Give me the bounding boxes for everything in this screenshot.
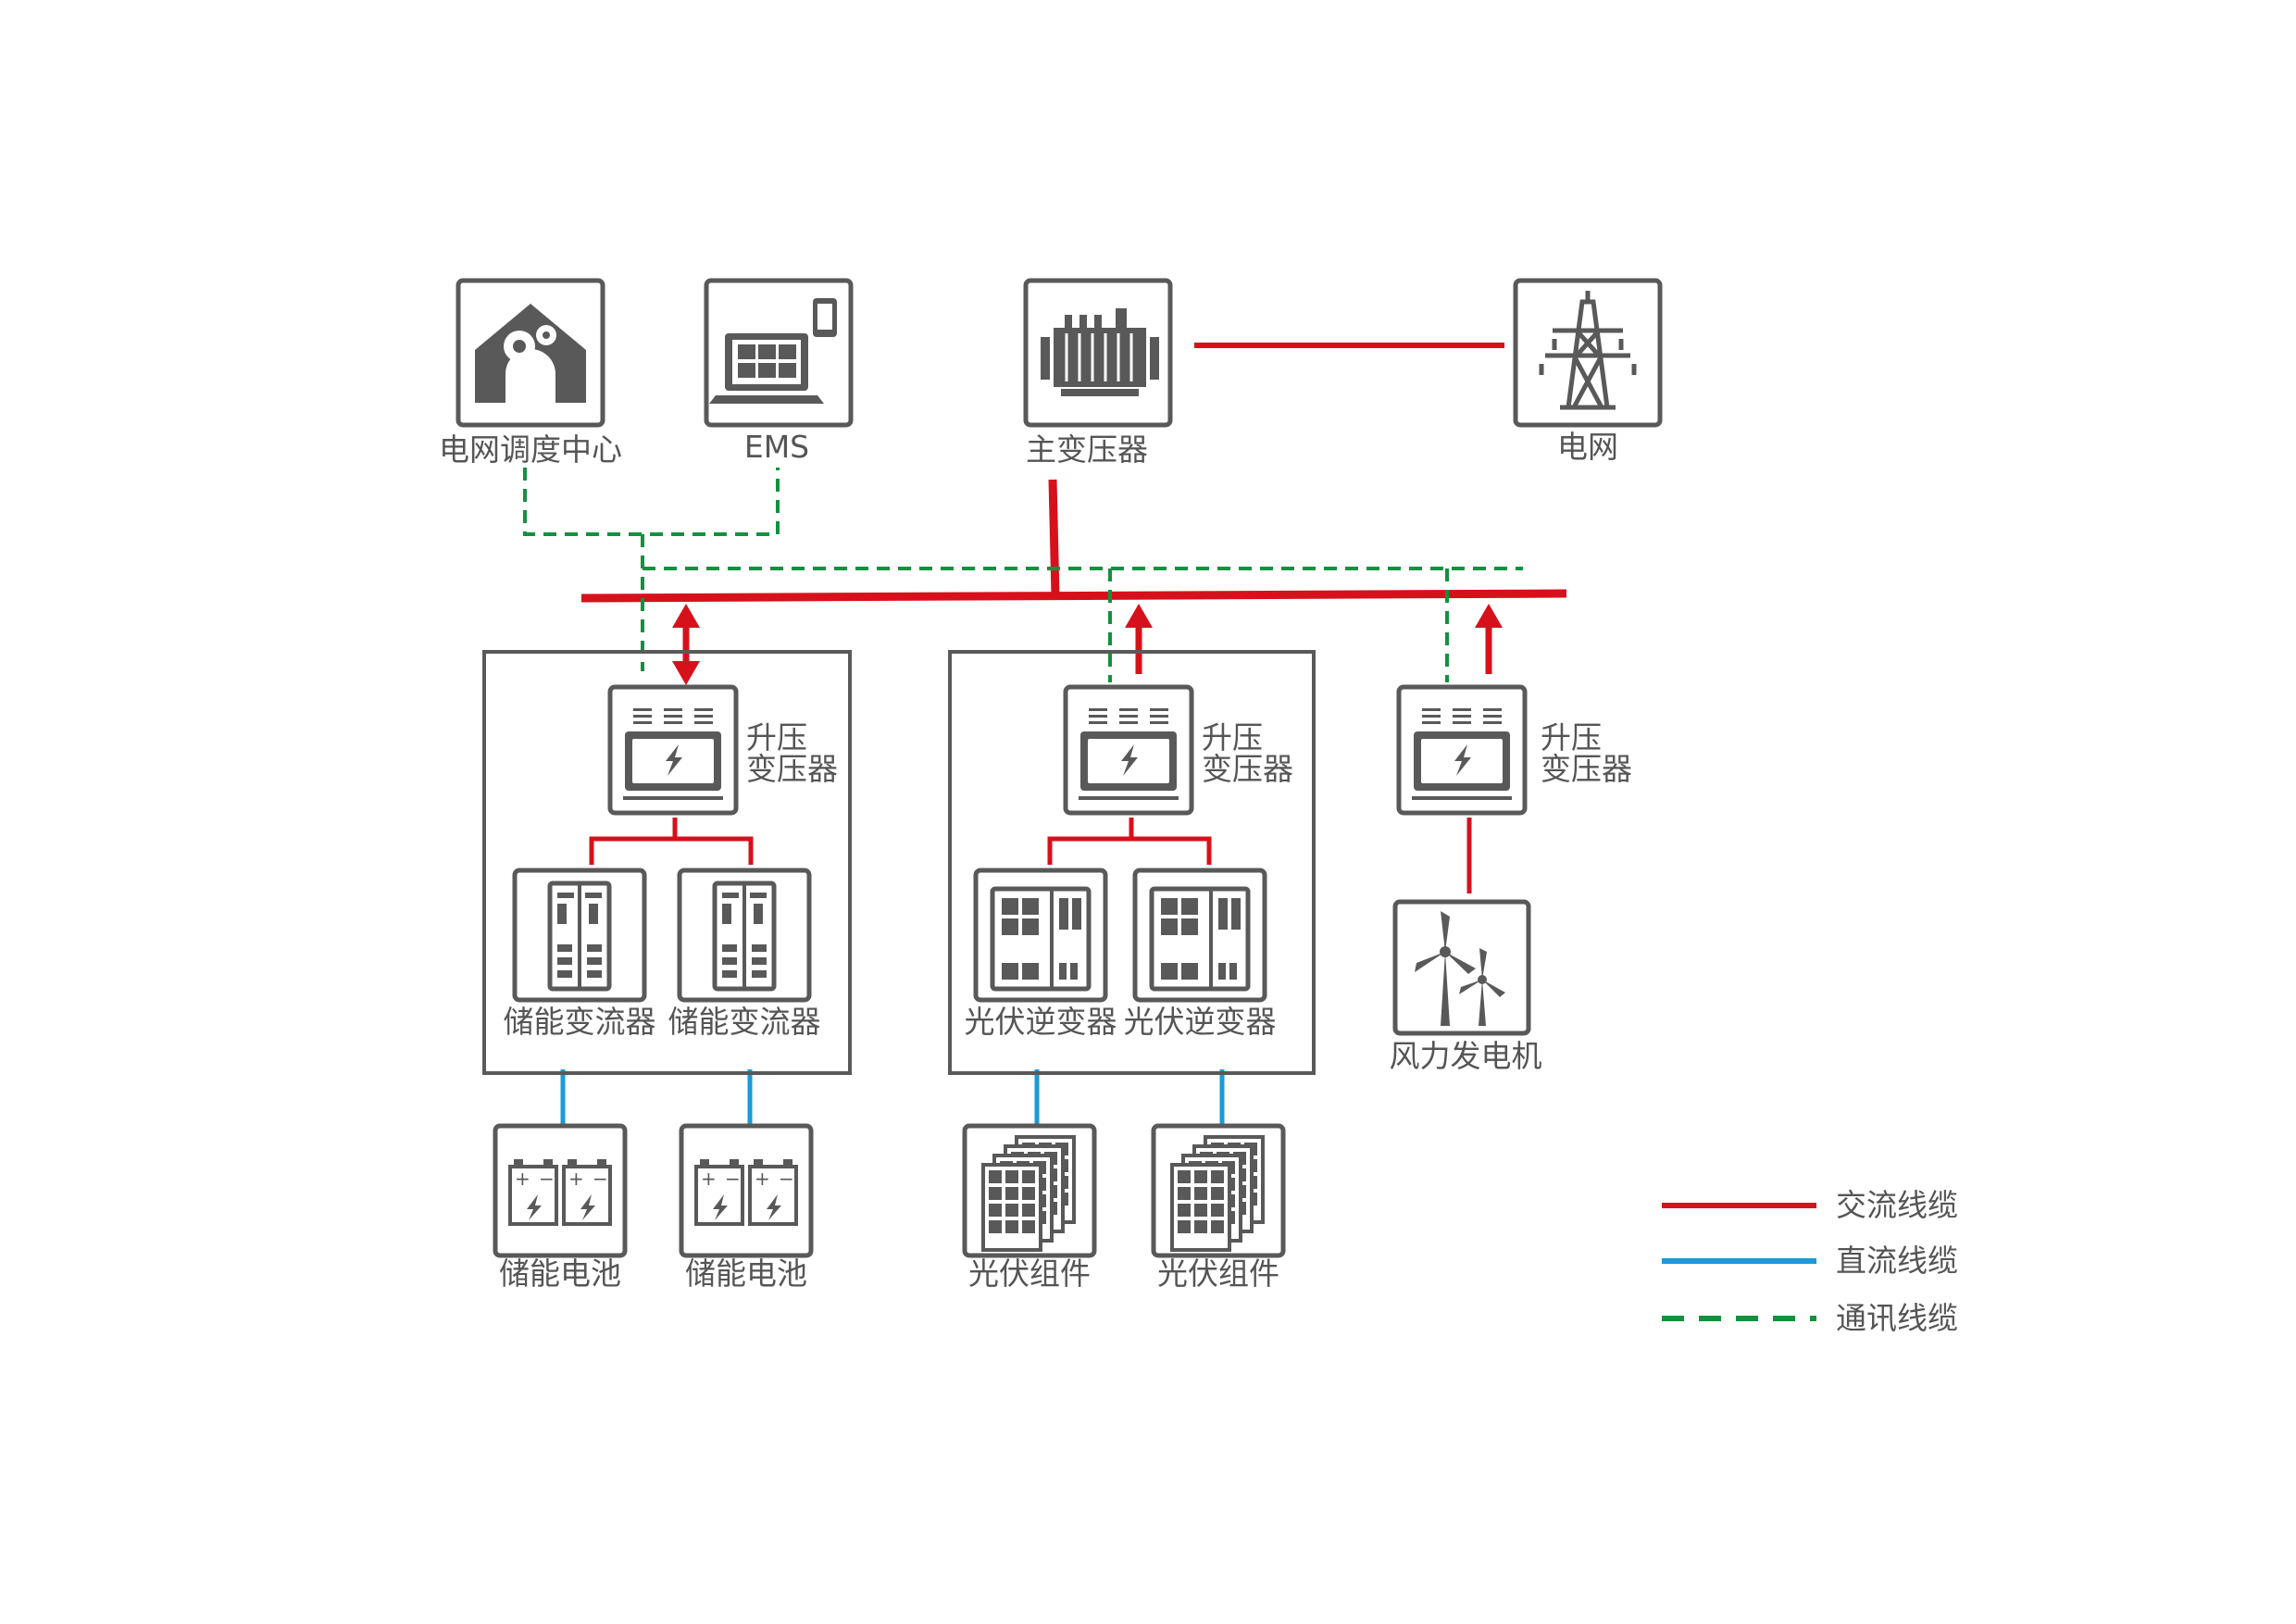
comm-cable-dispatch-ems: [523, 468, 780, 536]
pv-group-frame: [948, 650, 1316, 1075]
main-transformer-label: 主变压器: [1026, 431, 1148, 468]
legend-item-dc: 直流线缆: [1662, 1243, 1958, 1279]
storage-group-frame: [482, 650, 852, 1075]
laptop-phone-icon: [709, 298, 837, 404]
transmission-tower-icon: [1539, 291, 1637, 410]
ac-cable-stepup1-branch: [589, 818, 678, 865]
battery-1-label: 储能电池: [499, 1255, 621, 1292]
wind-turbine-label: 风力发电机: [1390, 1038, 1542, 1074]
ems-node[interactable]: EMS: [704, 278, 854, 465]
pv-module-1-label: 光伏组件: [968, 1255, 1091, 1292]
grid-node[interactable]: 电网: [1513, 278, 1663, 465]
solar-panel-icon: [965, 1126, 1094, 1255]
pcs-1-label: 储能变流器: [504, 1004, 656, 1040]
solar-panel-icon: [1154, 1126, 1283, 1255]
ac-bidirectional-arrow: [672, 604, 700, 685]
inverter-cabinet-icon: [976, 870, 1105, 1000]
battery-2[interactable]: 储能电池: [681, 1126, 811, 1292]
switchgear-lightning-icon: [610, 687, 736, 813]
dispatch-center-label: 电网调度中心: [439, 431, 622, 468]
step-up-1-label-line1: 升压: [746, 719, 807, 756]
grid-label: 电网: [1557, 429, 1618, 465]
cabinet-icon: [680, 870, 809, 1000]
pcs-2[interactable]: 储能变流器: [668, 870, 821, 1040]
wind-turbine-icon: [1415, 911, 1505, 1026]
pv-module-2[interactable]: 光伏组件: [1154, 1126, 1283, 1292]
pcs-1[interactable]: 储能变流器: [504, 870, 656, 1040]
pv-inverter-1[interactable]: 光伏逆变器: [965, 870, 1117, 1040]
battery-icon: [495, 1126, 625, 1255]
legend-comm-label: 通讯线缆: [1836, 1300, 1958, 1336]
battery-1[interactable]: 储能电池: [495, 1126, 625, 1292]
step-up-1-label-line2: 变压器: [746, 751, 838, 787]
pv-module-1[interactable]: 光伏组件: [965, 1126, 1094, 1292]
ac-up-arrow-pv: [1125, 604, 1153, 674]
battery-icon: [681, 1126, 811, 1255]
legend-item-comm: 通讯线缆: [1662, 1300, 1958, 1336]
legend-ac-label: 交流线缆: [1836, 1187, 1958, 1223]
step-up-2-label-line2: 变压器: [1202, 751, 1293, 787]
ac-cable-transformer-to-bus: [1048, 479, 1060, 597]
wind-turbine-node[interactable]: 风力发电机: [1390, 899, 1542, 1074]
pcs-2-label: 储能变流器: [668, 1004, 821, 1040]
step-up-3-label-line2: 变压器: [1541, 751, 1632, 787]
step-up-transformer-2[interactable]: 升压 变压器: [1066, 687, 1293, 813]
main-transformer-node[interactable]: 主变压器: [1023, 278, 1173, 468]
ac-up-arrow-wind: [1475, 604, 1503, 674]
dispatch-center-node[interactable]: 电网调度中心: [439, 278, 622, 468]
ac-cable-stepup1-branch-right: [675, 836, 754, 865]
house-gear-icon: [475, 304, 586, 403]
legend-item-ac: 交流线缆: [1662, 1187, 1958, 1223]
step-up-transformer-1[interactable]: 升压 变压器: [610, 687, 838, 813]
ac-cable-stepup2-branch-right: [1131, 836, 1212, 865]
battery-2-label: 储能电池: [685, 1255, 807, 1292]
ac-cable-main-bus: [580, 589, 1567, 603]
cabinet-icon: [515, 870, 644, 1000]
switchgear-lightning-icon: [1399, 687, 1525, 813]
step-up-3-label-line1: 升压: [1541, 719, 1602, 756]
pv-inverter-2-label: 光伏逆变器: [1124, 1004, 1277, 1040]
switchgear-lightning-icon: [1066, 687, 1192, 813]
ac-cable-stepup2-branch: [1047, 818, 1134, 865]
step-up-2-label-line1: 升压: [1202, 719, 1263, 756]
ems-label: EMS: [744, 429, 809, 465]
pv-inverter-2[interactable]: 光伏逆变器: [1124, 870, 1277, 1040]
step-up-transformer-3[interactable]: 升压 变压器: [1399, 687, 1632, 813]
inverter-cabinet-icon: [1135, 870, 1265, 1000]
legend-dc-label: 直流线缆: [1836, 1243, 1958, 1279]
legend: 交流线缆 直流线缆 通讯线缆: [1662, 1187, 1958, 1336]
pv-inverter-1-label: 光伏逆变器: [965, 1004, 1117, 1040]
pv-module-2-label: 光伏组件: [1157, 1255, 1279, 1292]
